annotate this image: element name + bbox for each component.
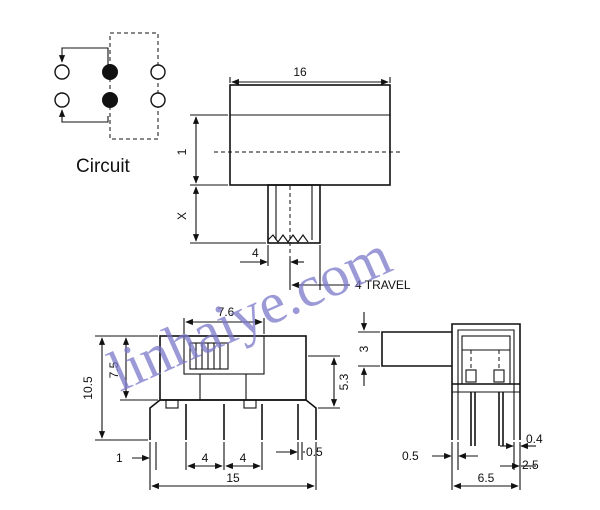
actuator-top xyxy=(267,184,321,244)
circuit-terminal xyxy=(54,64,70,80)
actuator-side xyxy=(381,331,452,367)
dim-15-label: 15 xyxy=(226,471,240,485)
dim-height-1-label: 1 xyxy=(175,148,189,155)
mounting-bracket xyxy=(149,399,317,440)
front-view: 7.6 10.5 7.5 5.3 1 4 4 0.5 15 xyxy=(81,305,351,490)
dim-4b-label: 4 xyxy=(240,451,247,465)
slider-knob xyxy=(189,342,229,370)
side-dim-0-4-label: 0.4 xyxy=(526,432,543,446)
dim-width-16-label: 16 xyxy=(293,65,307,79)
dim-10-5-label: 10.5 xyxy=(81,376,95,400)
dim-1-label: 1 xyxy=(116,451,123,465)
switch-body-top xyxy=(229,84,391,186)
circuit-common-terminal xyxy=(102,64,118,80)
dim-x-label: X xyxy=(175,212,189,220)
side-dim-0-5-label: 0.5 xyxy=(402,449,419,463)
circuit-terminal xyxy=(150,64,166,80)
travel-label: 4 TRAVEL xyxy=(355,278,411,292)
circuit-terminal xyxy=(150,92,166,108)
side-dim-2-5-label: 2.5 xyxy=(522,458,539,472)
circuit-dashed-frame xyxy=(109,32,159,140)
dim-7-6-label: 7.6 xyxy=(218,305,235,319)
dim-3-label: 3 xyxy=(357,345,371,352)
circuit-top-path xyxy=(58,47,109,70)
circuit-common-terminal xyxy=(102,92,118,108)
top-view: 16 1 X 4 4 TRAVEL xyxy=(175,65,411,292)
dim-0-5-label: 0.5 xyxy=(306,445,323,459)
circuit-diagram: Circuit xyxy=(54,32,166,177)
bracket-side xyxy=(451,323,521,440)
slider-housing xyxy=(183,335,265,375)
contact-housing xyxy=(461,335,511,385)
side-dim-6-5-label: 6.5 xyxy=(478,471,495,485)
watermark-text: linhaiye.com xyxy=(99,222,401,404)
circuit-terminal xyxy=(54,92,70,108)
side-view: 3 0.5 0.4 2.5 6.5 xyxy=(357,312,543,490)
circuit-bottom-path xyxy=(58,109,109,123)
dim-4a-label: 4 xyxy=(202,451,209,465)
dim-7-5-label: 7.5 xyxy=(107,361,121,378)
dim-actuator-4-label: 4 xyxy=(252,246,259,260)
dim-5-3-label: 5.3 xyxy=(337,373,351,390)
actuator-knurl xyxy=(267,234,309,243)
circuit-label: Circuit xyxy=(76,156,131,177)
